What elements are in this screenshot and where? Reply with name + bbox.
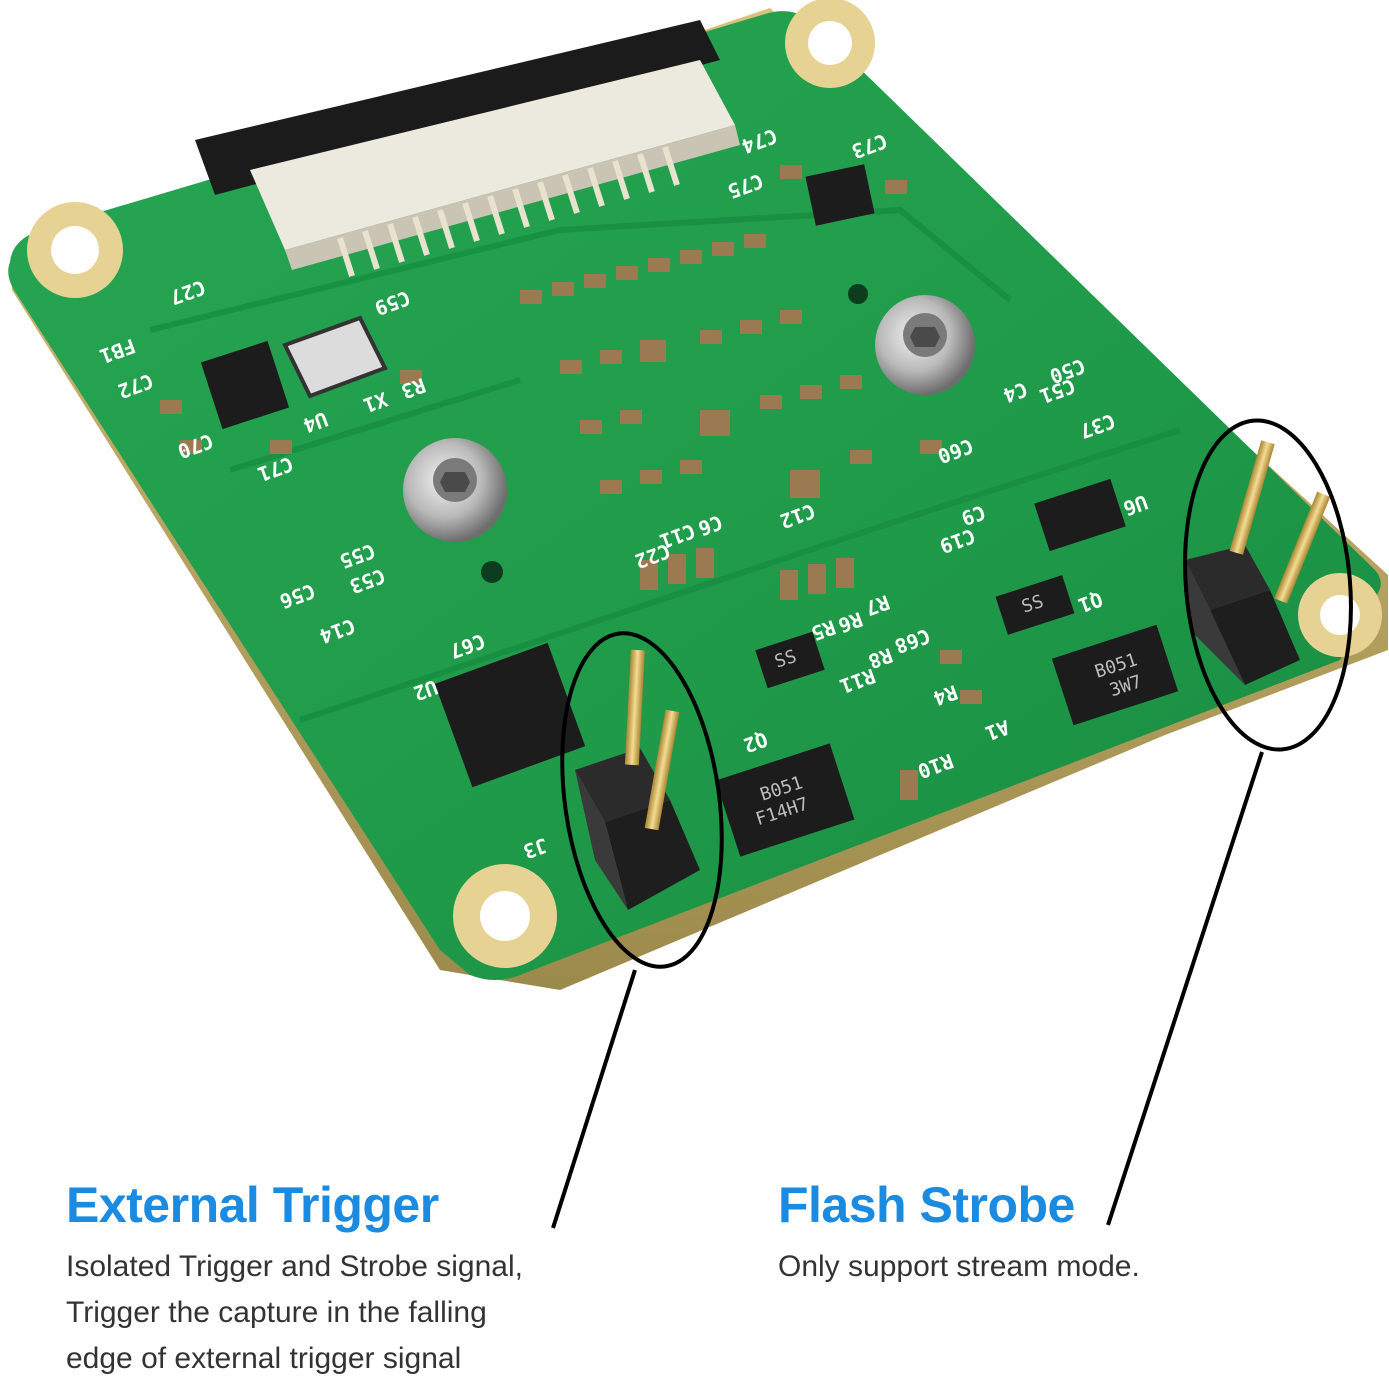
mounting-hole-bottom-left bbox=[453, 864, 557, 968]
trigger-pin-header bbox=[575, 649, 700, 910]
ic-b051-right bbox=[1051, 624, 1179, 726]
fpc-connector bbox=[195, 20, 740, 277]
flash-strobe-title: Flash Strobe bbox=[778, 1177, 1075, 1233]
pcb-board: C27 FB1 C72 C70 C71 U4 X1 R3 C59 C74 C75… bbox=[8, 0, 1388, 990]
flash-strobe-desc-line-1: Only support stream mode. bbox=[778, 1250, 1140, 1283]
ic-u2 bbox=[434, 642, 586, 788]
screw-left bbox=[403, 438, 507, 542]
ic-u4 bbox=[200, 340, 290, 430]
callout-markers bbox=[551, 418, 1353, 1229]
ic-ss-b bbox=[995, 575, 1075, 635]
strobe-pin-header bbox=[1185, 440, 1331, 685]
external-trigger-title: External Trigger bbox=[66, 1177, 439, 1233]
external-trigger-desc-line-2: Trigger the capture in the falling bbox=[66, 1296, 487, 1329]
mounting-hole-bottom-right bbox=[1298, 573, 1382, 657]
external-trigger-desc-line-1: Isolated Trigger and Strobe signal, bbox=[66, 1250, 523, 1283]
strobe-leader-line bbox=[1106, 751, 1264, 1226]
ic-b051-left bbox=[715, 743, 855, 857]
external-trigger-description: Isolated Trigger and Strobe signal, Trig… bbox=[66, 1244, 523, 1382]
trigger-leader-line bbox=[551, 969, 637, 1229]
ic-u7 bbox=[805, 164, 875, 226]
crystal-x1 bbox=[282, 315, 388, 399]
external-trigger-desc-line-3: edge of external trigger signal bbox=[66, 1342, 462, 1375]
trigger-highlight-ellipse bbox=[560, 631, 724, 969]
strobe-highlight-ellipse bbox=[1183, 418, 1353, 752]
mounting-hole-top-right bbox=[785, 0, 875, 88]
ic-ss-a bbox=[755, 631, 825, 689]
mounting-hole-top-left bbox=[27, 202, 123, 298]
ic-u6 bbox=[1034, 478, 1126, 552]
screw-right bbox=[875, 295, 975, 395]
flash-strobe-description: Only support stream mode. bbox=[778, 1244, 1140, 1290]
passive-components bbox=[160, 165, 982, 800]
